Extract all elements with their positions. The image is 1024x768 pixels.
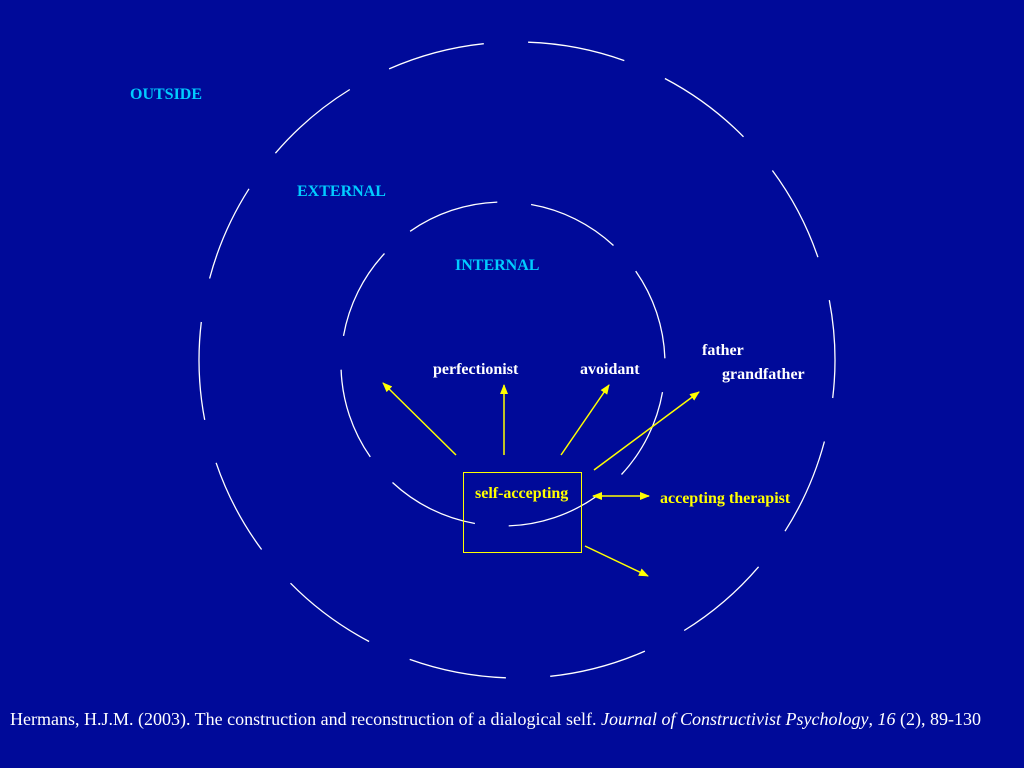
arrow-to-father — [593, 391, 700, 471]
inner-circle-segment — [621, 391, 664, 475]
inner-circle-segment — [392, 482, 476, 525]
outer-circle-segment — [215, 462, 263, 550]
citation: Hermans, H.J.M. (2003). The construction… — [10, 707, 1010, 731]
self-accepting-box: self-accepting — [463, 472, 582, 553]
inner-circle-segment — [409, 201, 498, 232]
avoidant-label: avoidant — [580, 361, 640, 378]
outer-circle-segment — [683, 566, 760, 632]
internal-label: INTERNAL — [455, 257, 540, 274]
outer-circle-segment — [784, 441, 826, 532]
arrow-to-avoidant — [560, 384, 610, 456]
outer-circle — [198, 41, 836, 679]
self-accepting-label: self-accepting — [475, 485, 569, 502]
citation-sep: , — [868, 709, 878, 729]
outer-circle-segment — [664, 77, 744, 138]
outer-circle-segment — [208, 188, 250, 279]
arrow-to-left-position — [382, 382, 457, 456]
inner-circle-segment — [342, 253, 385, 337]
inner-circle-segment — [508, 496, 597, 527]
outer-circle-segment — [828, 299, 836, 399]
inner-circle-segment — [635, 270, 666, 359]
outer-circle-segment — [290, 582, 370, 643]
father-label: father — [702, 342, 744, 359]
citation-rest: (2), 89-130 — [895, 709, 981, 729]
outer-circle-segment — [274, 88, 351, 154]
outside-label: OUTSIDE — [130, 86, 203, 103]
external-label: EXTERNAL — [297, 183, 386, 200]
citation-journal: Journal of Constructivist Psychology — [601, 709, 869, 729]
outer-circle-segment — [528, 41, 625, 62]
arrow-to-outside — [584, 545, 649, 577]
inner-circle-segment — [530, 203, 614, 246]
grandfather-label: grandfather — [722, 366, 805, 383]
inner-circle-segment — [340, 369, 371, 458]
outer-circle-segment — [409, 658, 506, 679]
citation-volume: 16 — [877, 709, 896, 729]
outer-circle-segment — [550, 650, 646, 677]
accepting-therapist-label: accepting therapist — [660, 490, 791, 507]
outer-circle-segment — [771, 170, 819, 258]
outer-circle-segment — [198, 321, 206, 421]
inner-circle — [340, 201, 666, 527]
outer-circle-segment — [388, 43, 484, 70]
arrows — [382, 382, 700, 577]
perfectionist-label: perfectionist — [433, 361, 519, 378]
citation-authors: Hermans, H.J.M. (2003). The construction… — [10, 709, 602, 729]
